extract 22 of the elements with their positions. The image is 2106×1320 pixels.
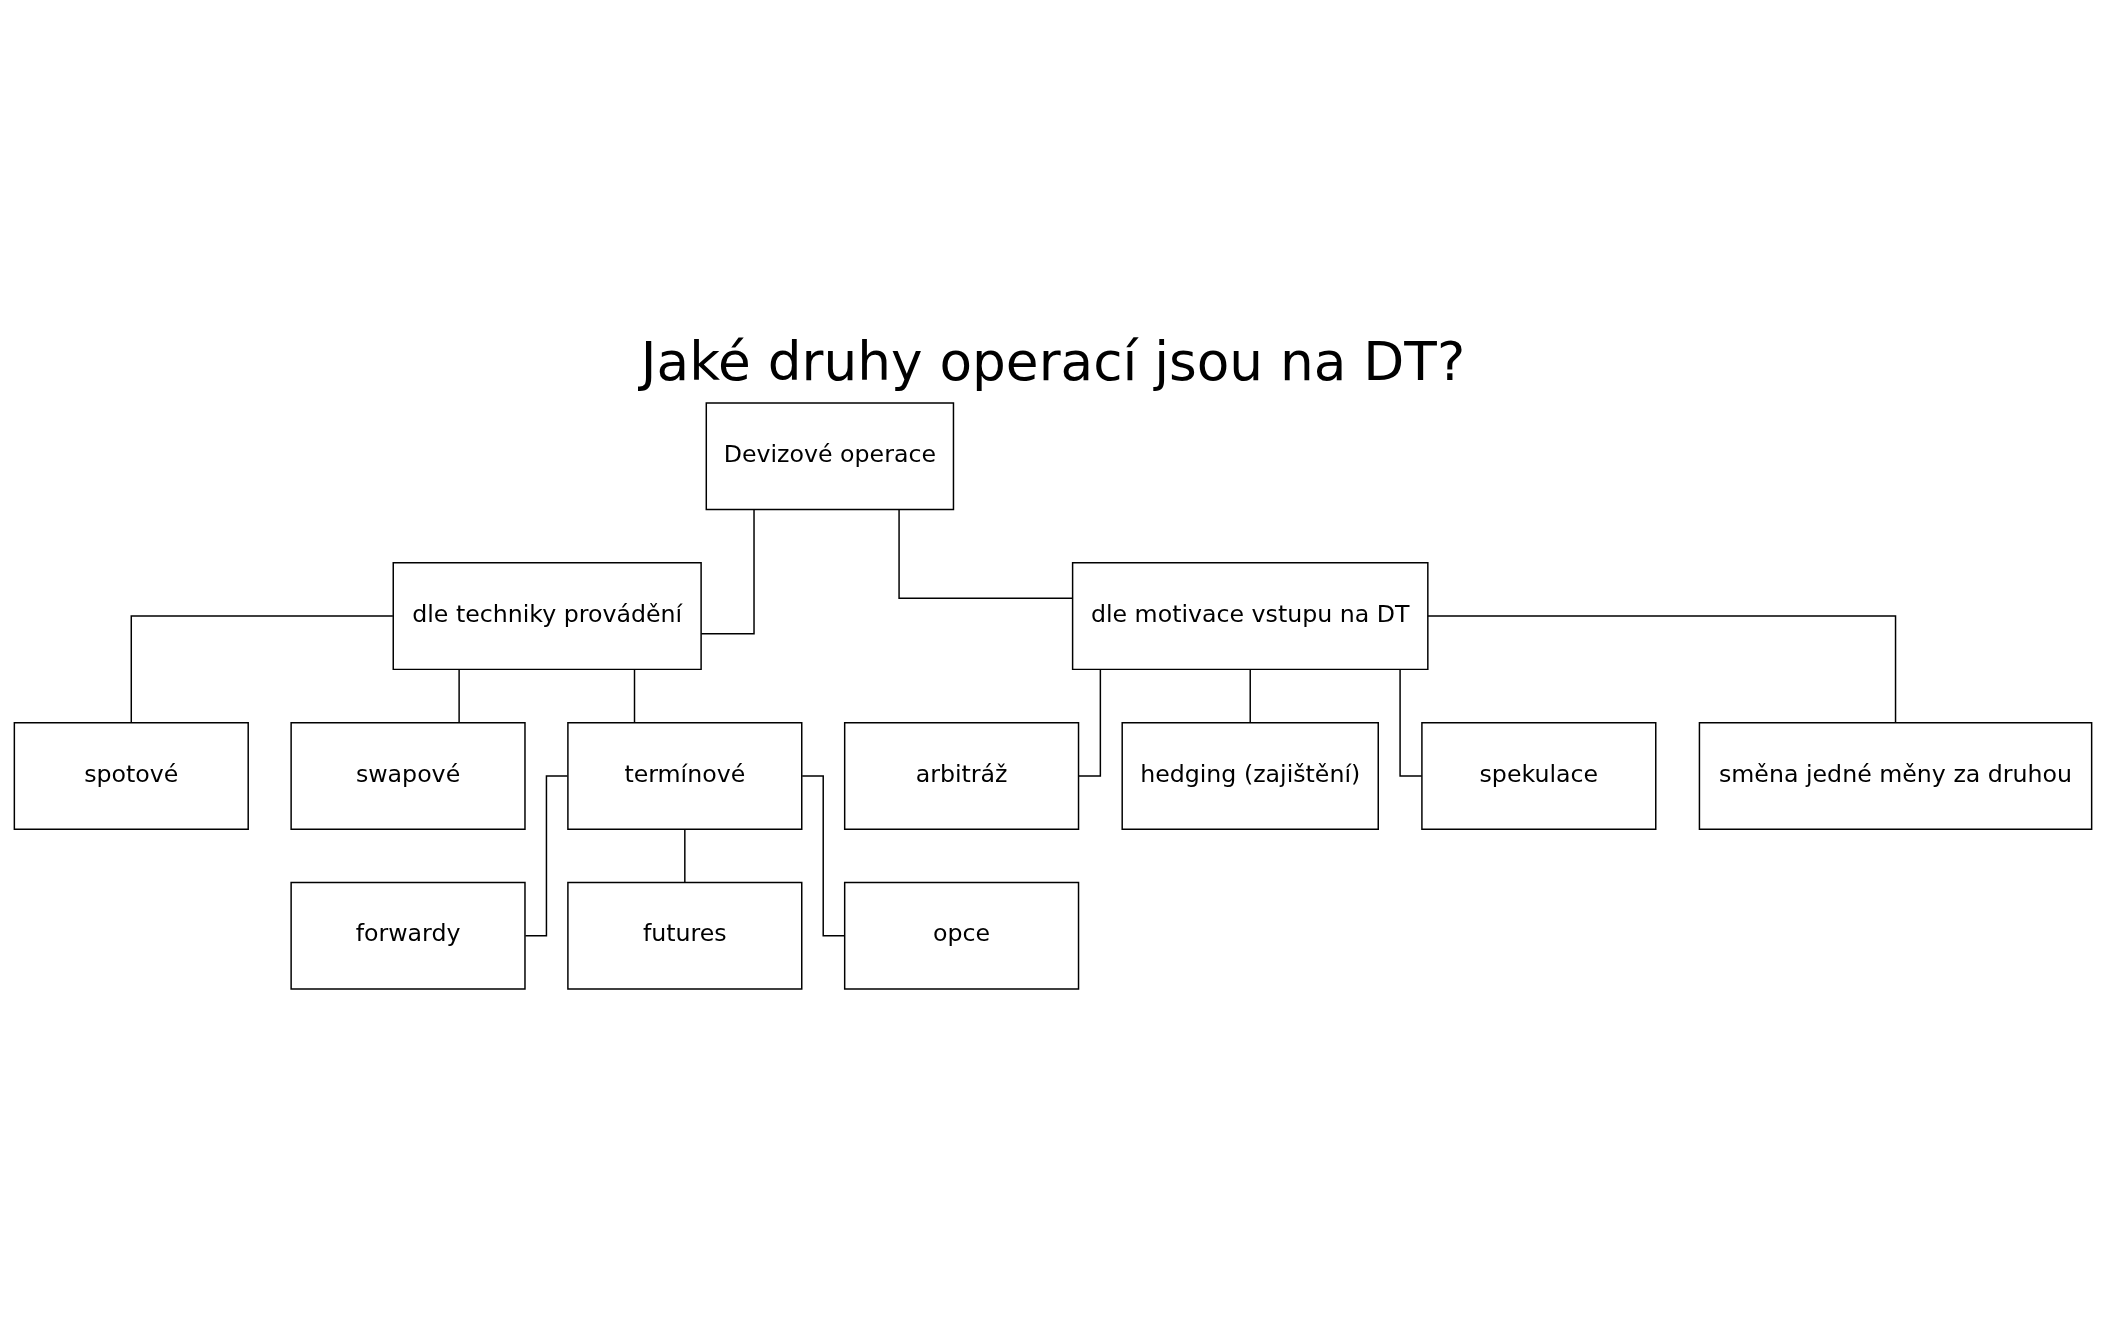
connector	[700, 508, 755, 635]
connector	[458, 668, 460, 723]
diagram-title: Jaké druhy operací jsou na DT?	[640, 330, 1466, 393]
node-box: spekulace	[1421, 721, 1657, 830]
connector	[898, 508, 1074, 599]
connector	[633, 668, 636, 723]
node-box: opce	[843, 881, 1080, 990]
node-box: dle techniky provádění	[392, 561, 702, 670]
connector	[1249, 668, 1251, 723]
node-box: forwardy	[290, 881, 526, 990]
node-box: arbitráž	[843, 721, 1080, 830]
node-box: termínové	[567, 721, 803, 830]
node-box: dle motivace vstupu na DT	[1071, 561, 1429, 670]
node-box: swapové	[290, 721, 526, 830]
node-box: spotové	[13, 721, 249, 830]
connector	[684, 828, 686, 883]
node-box: směna jedné měny za druhou	[1698, 721, 2093, 830]
node-box: futures	[567, 881, 803, 990]
node-box: Devizové operace	[705, 401, 955, 510]
connector	[1427, 614, 1897, 723]
connector	[130, 614, 394, 723]
node-box: hedging (zajištění)	[1121, 721, 1379, 830]
